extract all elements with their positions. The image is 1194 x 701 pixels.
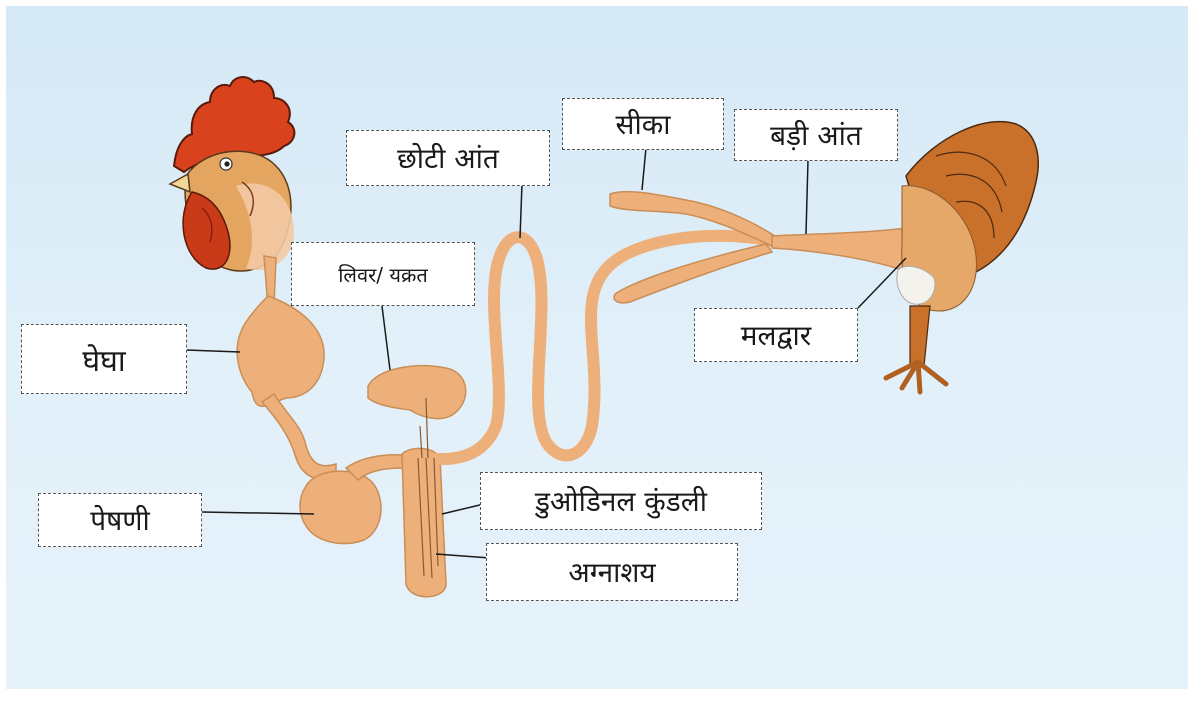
- leader-crop: [186, 350, 240, 352]
- label-crop: घेघा: [21, 324, 187, 394]
- leader-small-intestine: [520, 184, 522, 238]
- rooster-beak: [170, 174, 190, 192]
- label-duodenal-loop-text: डुओडिनल कुंडली: [535, 482, 707, 520]
- label-vent: मलद्वार: [694, 308, 858, 362]
- esophagus-lower: [262, 394, 336, 480]
- leader-duodenal-loop: [442, 504, 484, 514]
- label-small-intestine-text: छोटी आंत: [397, 139, 499, 177]
- liver: [368, 366, 466, 419]
- rooster-leg: [910, 306, 930, 366]
- label-duodenal-loop: डुओडिनल कुंडली: [480, 472, 762, 530]
- leader-gizzard: [202, 512, 314, 514]
- label-crop-text: घेघा: [82, 339, 125, 380]
- label-caeca-text: सीका: [616, 105, 671, 143]
- leader-large-intestine: [806, 160, 808, 234]
- rooster-pupil: [224, 161, 229, 166]
- leader-caeca: [642, 148, 646, 190]
- leader-liver: [382, 306, 390, 370]
- label-large-intestine: बड़ी आंत: [734, 109, 898, 161]
- label-small-intestine: छोटी आंत: [346, 130, 550, 186]
- gizzard: [300, 471, 381, 543]
- label-liver: लिवर/ यक्रत: [291, 242, 475, 306]
- rooster-foot: [886, 362, 946, 392]
- rooster-body: [886, 122, 1038, 392]
- label-vent-text: मलद्वार: [741, 316, 812, 354]
- label-pancreas-text: अग्नाशय: [568, 553, 655, 591]
- label-caeca: सीका: [562, 98, 724, 150]
- label-liver-text: लिवर/ यक्रत: [338, 261, 428, 288]
- label-large-intestine-text: बड़ी आंत: [770, 116, 862, 154]
- label-gizzard-text: पेषणी: [90, 501, 150, 539]
- crop: [237, 296, 324, 406]
- label-pancreas: अग्नाशय: [486, 543, 738, 601]
- label-gizzard: पेषणी: [38, 493, 202, 547]
- rooster-head: [170, 77, 294, 271]
